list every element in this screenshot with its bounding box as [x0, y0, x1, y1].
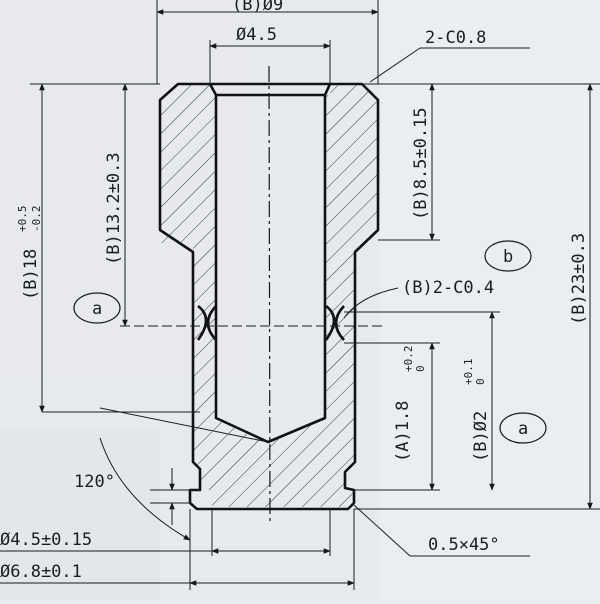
- right-dimensions: (B)8.5±0.15 (B)23±0.3 (A)1.8 +0.2 0 (B)Ø…: [343, 83, 600, 510]
- svg-text:b: b: [503, 247, 513, 267]
- section-hatching: [160, 84, 378, 507]
- length-18-tol-lower: -0.2: [30, 206, 43, 233]
- svg-text:a: a: [518, 419, 528, 439]
- depth-13-2-label: (B)13.2±0.3: [104, 152, 124, 265]
- balloon-a-right: a: [499, 412, 547, 444]
- length-18-tol-upper: +0.5: [16, 206, 29, 233]
- top-outer-dia-label: (B)Ø9: [232, 0, 283, 15]
- outer-profile: [158, 82, 380, 511]
- left-wall-section: [160, 84, 268, 507]
- groove-width-label: (A)1.8: [393, 401, 413, 462]
- top-chamfer-label: 2-C0.8: [425, 28, 486, 48]
- overall-23-label: (B)23±0.3: [569, 233, 589, 325]
- left-cross-hole: [196, 304, 217, 341]
- groove-width-tol-lower: 0: [414, 365, 427, 372]
- bore-dia-label: Ø4.5: [236, 25, 277, 45]
- right-wall-section: [268, 84, 378, 507]
- svg-text:a: a: [92, 299, 102, 319]
- length-18-label: (B)18: [21, 249, 41, 300]
- dia-4-5-label: Ø4.5±0.15: [0, 530, 92, 550]
- balloon-b: b: [484, 240, 532, 272]
- left-dimensions: (B)18 +0.5 -0.2 (B)13.2±0.3: [16, 83, 200, 413]
- balloon-a-left: a: [73, 292, 121, 324]
- bottom-chamfer-label: 0.5×45°: [428, 535, 500, 555]
- groove-chamfer-label: (B)2-C0.4: [402, 278, 494, 298]
- groove-dia-label: (B)Ø2: [471, 411, 491, 462]
- groove-dia-tol-lower: 0: [474, 378, 487, 385]
- top-dimensions: (B)Ø9 Ø4.5 2-C0.8: [156, 0, 600, 85]
- center-line: [268, 65, 271, 523]
- right-cross-hole: [324, 304, 345, 341]
- groove-dia-tol-upper: +0.1: [462, 359, 475, 386]
- depth-8-5-label: (B)8.5±0.15: [411, 107, 431, 220]
- groove-width-tol-upper: +0.2: [402, 346, 415, 373]
- balloons: a b a: [73, 240, 547, 444]
- bottom-dimensions: 120° Ø4.5±0.15 Ø6.8±0.1 0.5×45°: [0, 407, 530, 590]
- dia-6-8-label: Ø6.8±0.1: [0, 562, 82, 582]
- drill-angle-label: 120°: [74, 472, 115, 492]
